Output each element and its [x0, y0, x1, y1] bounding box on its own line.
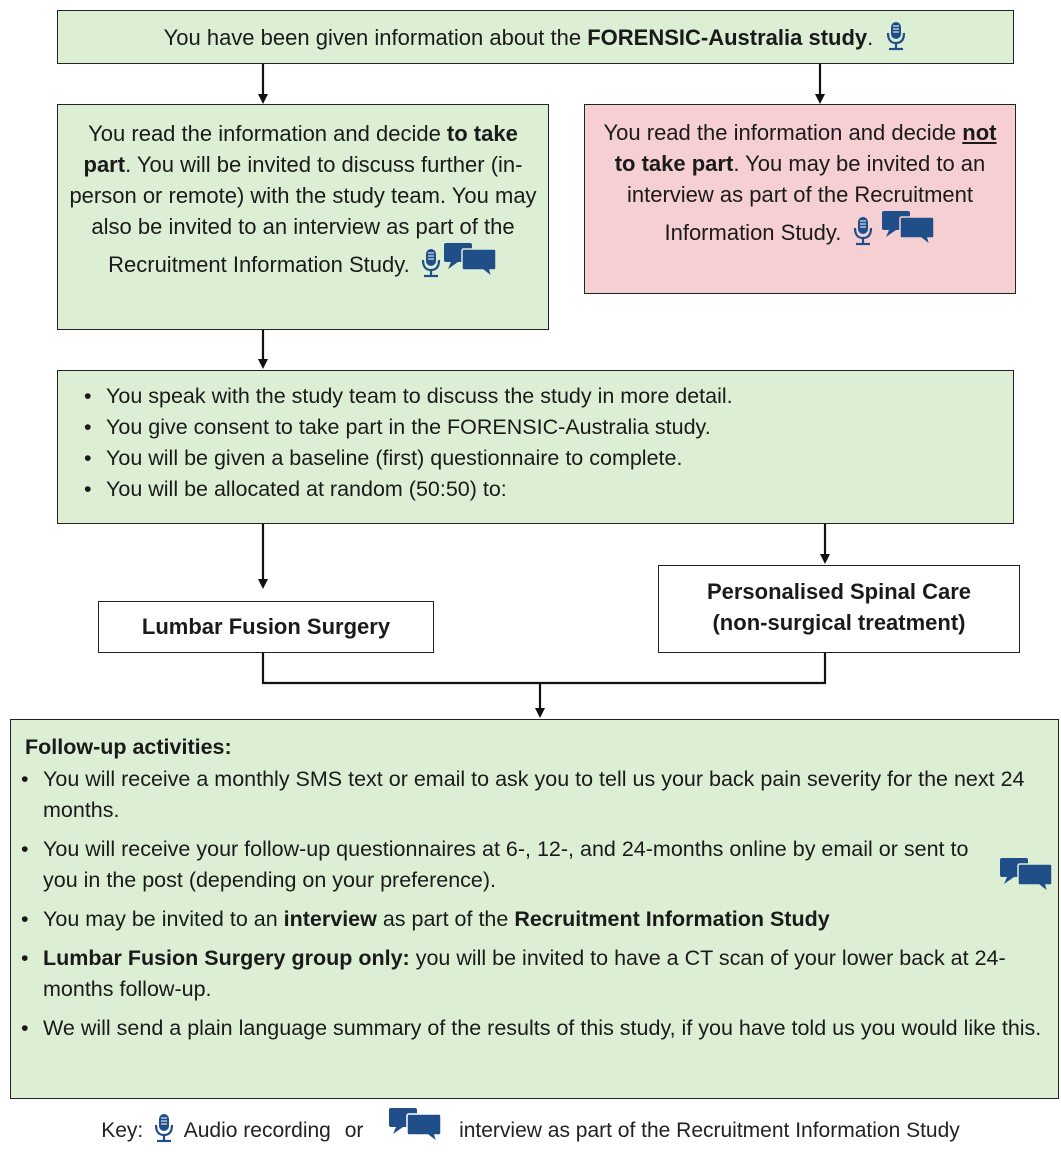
follow-up-item4-post: you will be invited to have a CT scan of…: [43, 946, 1006, 1001]
not-take-part-text-pre: You read the information and decide: [603, 120, 963, 145]
chat-bubbles-icon: [880, 210, 936, 254]
follow-up-item-questionnaires: You will receive your follow-up question…: [43, 837, 969, 892]
list-item: Lumbar Fusion Surgery group only: you wi…: [11, 943, 1048, 1005]
info-given-study-name: FORENSIC-Australia study: [587, 25, 868, 50]
list-item: You will receive your follow-up question…: [11, 834, 1053, 896]
follow-up-item3-mid: as part of the: [376, 907, 515, 931]
list-item: You speak with the study team to discuss…: [74, 381, 997, 412]
info-given-text: You have been given information about th…: [163, 25, 588, 50]
key-prefix: Key:: [101, 1119, 144, 1142]
follow-up-item-summary: We will send a plain language summary of…: [43, 1016, 1042, 1040]
follow-up-item3-pre: You may be invited to an: [43, 907, 284, 931]
info-given-period: .: [867, 25, 874, 50]
list-item: You will be given a baseline (first) que…: [74, 443, 997, 474]
list-item: You give consent to take part in the FOR…: [74, 412, 997, 443]
key-legend: Key: Audio recording or interview as par…: [0, 1107, 1061, 1152]
follow-up-item4-bold: Lumbar Fusion Surgery group only:: [43, 946, 410, 970]
follow-up-heading: Follow-up activities:: [25, 735, 232, 759]
key-or: or: [344, 1119, 364, 1142]
info-given-box: You have been given information about th…: [57, 10, 1014, 64]
follow-up-list: You will receive a monthly SMS text or e…: [11, 764, 1053, 1044]
chat-bubbles-icon: [387, 1107, 443, 1152]
chat-bubbles-icon: [442, 242, 498, 286]
spinal-care-label-line2: (non-surgical treatment): [712, 610, 966, 635]
not-take-part-bold: to take part: [614, 151, 734, 176]
personalised-spinal-care-box: Personalised Spinal Care (non-surgical t…: [658, 565, 1020, 653]
microphone-icon: [420, 248, 442, 286]
take-part-box: You read the information and decide to t…: [57, 104, 549, 330]
list-item: You will receive a monthly SMS text or e…: [11, 764, 1048, 826]
spinal-care-label-line1: Personalised Spinal Care: [706, 579, 972, 604]
microphone-icon: [153, 1113, 175, 1152]
microphone-icon: [852, 216, 874, 254]
follow-up-item3-study: Recruitment Information Study: [514, 907, 830, 931]
take-part-bold: to take part: [83, 121, 518, 177]
list-item: You may be invited to an interview as pa…: [11, 904, 1048, 935]
take-part-text-post: . You will be invited to discuss further…: [69, 152, 537, 277]
not-take-part-text-post: . You may be invited to an interview as …: [626, 151, 986, 245]
consent-list: You speak with the study team to discuss…: [74, 381, 997, 505]
take-part-text-pre: You read the information and decide: [88, 121, 447, 146]
key-audio-label: Audio recording: [183, 1119, 331, 1142]
key-interview-label: interview as part of the Recruitment Inf…: [459, 1119, 960, 1142]
follow-up-item-sms: You will receive a monthly SMS text or e…: [43, 767, 1025, 822]
list-item: You will be allocated at random (50:50) …: [74, 474, 997, 505]
chat-bubbles-icon: [998, 857, 1054, 902]
follow-up-box: Follow-up activities: You will receive a…: [10, 719, 1059, 1099]
join-line: [261, 653, 827, 685]
lumbar-fusion-surgery-label: Lumbar Fusion Surgery: [141, 614, 391, 639]
follow-up-item3-interview: interview: [283, 907, 377, 931]
microphone-icon: [885, 21, 907, 59]
not-take-part-not: not: [962, 120, 997, 145]
consent-box: You speak with the study team to discuss…: [57, 370, 1014, 524]
not-take-part-box: You read the information and decide not …: [584, 104, 1016, 294]
list-item: We will send a plain language summary of…: [11, 1013, 1048, 1044]
lumbar-fusion-surgery-box: Lumbar Fusion Surgery: [98, 601, 434, 653]
